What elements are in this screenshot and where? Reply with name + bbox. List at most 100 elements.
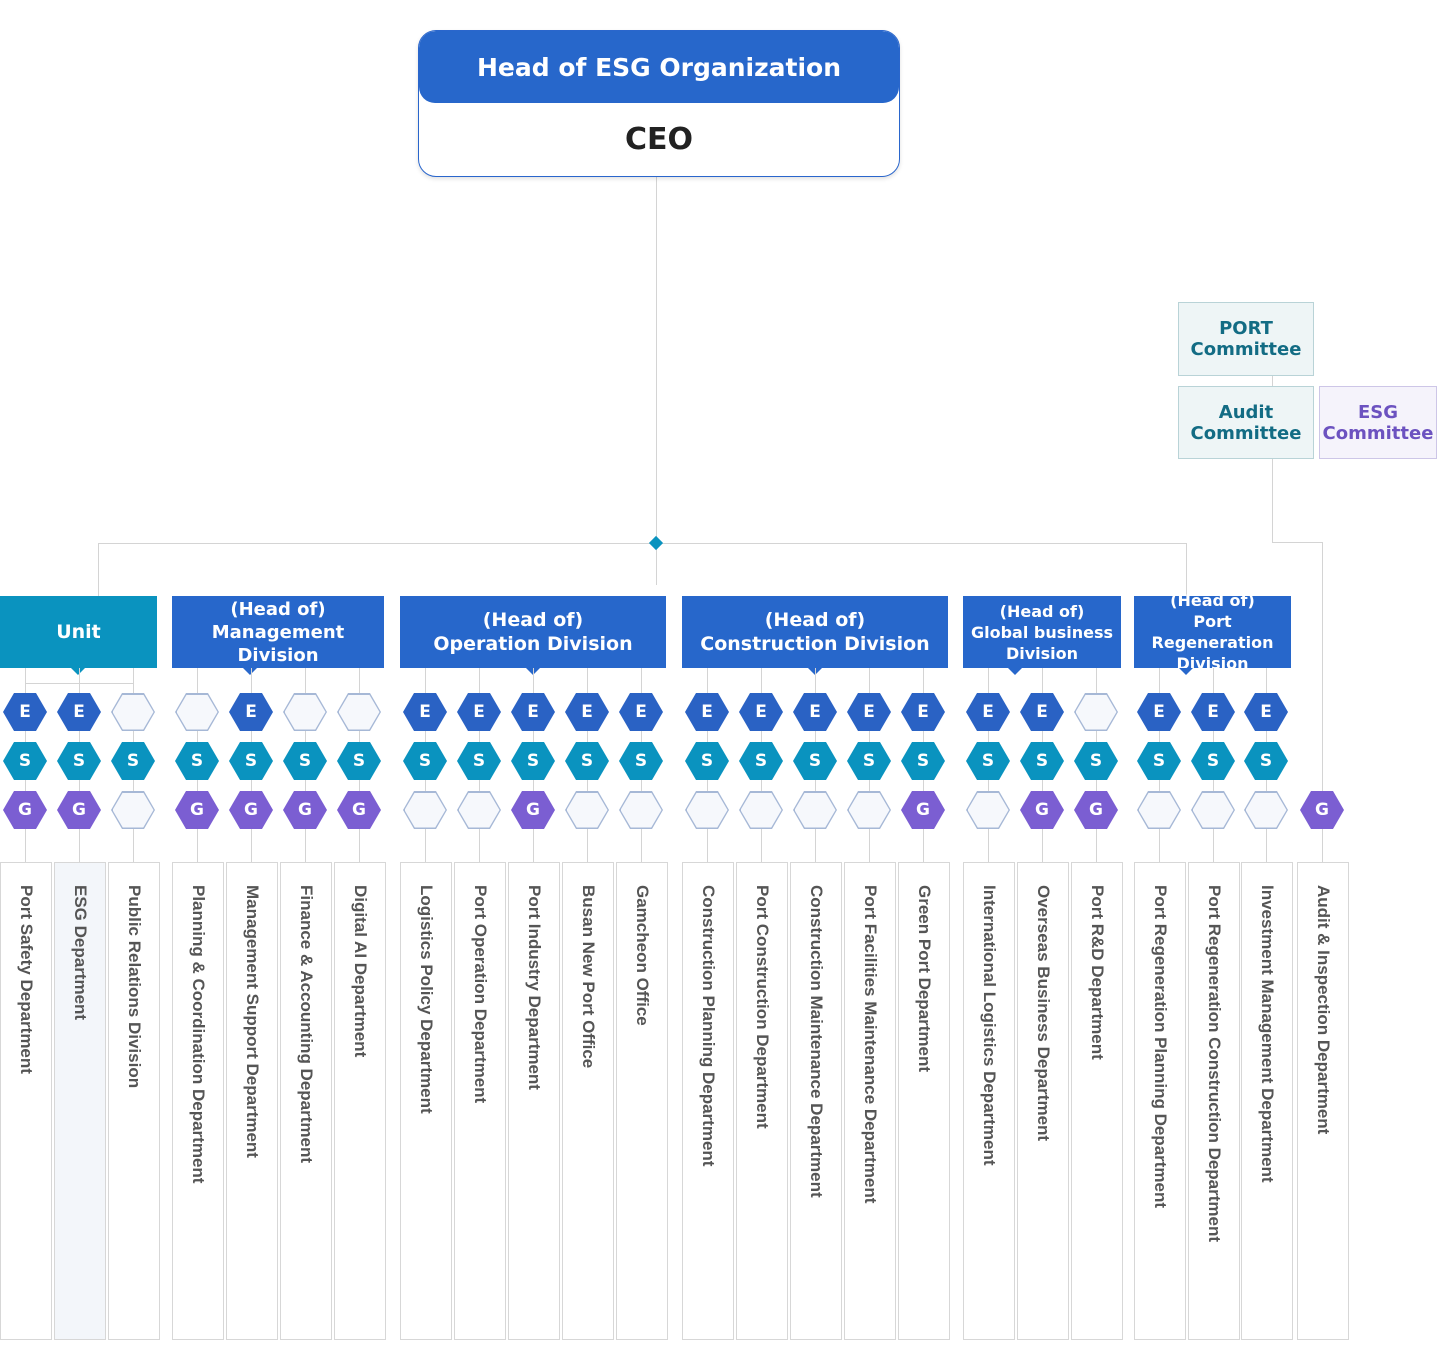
hex-letter: E (1192, 694, 1234, 730)
department-name: Port Facilities Maintenance Department (861, 885, 880, 1204)
head-of-esg-box: Head of ESG Organization CEO (418, 30, 900, 177)
department-name: Overseas Business Department (1034, 885, 1053, 1142)
head-title: Head of ESG Organization (419, 31, 899, 103)
hex-e-icon: E (57, 693, 101, 731)
hex-e-icon: E (457, 693, 501, 731)
division-label: (Head of) Port Regeneration Division (1151, 591, 1274, 673)
department-name: Finance & Accounting Department (297, 885, 316, 1164)
department-name: International Logistics Department (980, 885, 999, 1166)
hex-s-icon: S (619, 742, 663, 780)
department-name: Gamcheon Office (633, 885, 652, 1026)
hex-g-icon: G (175, 791, 219, 829)
department-column: International Logistics Department (963, 862, 1015, 1340)
department-name: Green Port Department (915, 885, 934, 1073)
division-bus-line (98, 543, 1186, 544)
hex-letter: G (1301, 792, 1343, 828)
hex-e-icon: E (229, 693, 273, 731)
hex-e-icon: E (565, 693, 609, 731)
division-label: (Head of) Management Division (211, 598, 345, 666)
department-name: Management Support Department (243, 885, 262, 1158)
department-column: Construction Maintenance Department (790, 862, 842, 1340)
audit-committee: Audit Committee (1178, 386, 1314, 459)
division-header-unit: Unit (0, 596, 157, 675)
ceo-connector-line (656, 177, 657, 585)
department-column: Port R&D Department (1071, 862, 1123, 1340)
division-notch (1008, 668, 1022, 675)
unit-connector-line (98, 543, 99, 596)
hex-e-icon: E (511, 693, 555, 731)
hex-empty-icon (619, 791, 663, 829)
hex-g-icon: G (3, 791, 47, 829)
audit-connector-line (1272, 458, 1273, 542)
hex-letter: G (1075, 792, 1117, 828)
department-name: Planning & Coordination Department (189, 885, 208, 1184)
hex-s-icon: S (1137, 742, 1181, 780)
department-name: Logistics Policy Department (417, 885, 436, 1114)
hex-e-icon: E (3, 693, 47, 731)
department-name: Construction Planning Department (699, 885, 718, 1167)
ceo-label: CEO (624, 121, 693, 157)
department-column: Logistics Policy Department (400, 862, 452, 1340)
hex-e-icon: E (966, 693, 1010, 731)
division-label: (Head of) Construction Division (700, 609, 930, 655)
department-name: Port Safety Department (17, 885, 36, 1074)
hex-empty-icon (337, 693, 381, 731)
hex-s-icon: S (966, 742, 1010, 780)
hex-g-icon: G (511, 791, 555, 829)
department-column: Port Facilities Maintenance Department (844, 862, 896, 1340)
audit-dept-line (1322, 542, 1323, 862)
hex-letter: G (1021, 792, 1063, 828)
hex-g-icon: G (283, 791, 327, 829)
hex-e-icon: E (793, 693, 837, 731)
hex-s-icon: S (1191, 742, 1235, 780)
hex-letter: S (1192, 743, 1234, 779)
division-label: (Head of) Operation Division (433, 609, 633, 655)
hex-s-icon: S (1074, 742, 1118, 780)
department-column: Port Operation Department (454, 862, 506, 1340)
department-column: Port Regeneration Planning Department (1134, 862, 1186, 1340)
department-column: Finance & Accounting Department (280, 862, 332, 1340)
department-column: Digital AI Department (334, 862, 386, 1340)
department-column: Port Regeneration Construction Departmen… (1188, 862, 1240, 1340)
hex-empty-icon (111, 693, 155, 731)
division-header-construction: (Head of) Construction Division (682, 596, 948, 675)
hex-s-icon: S (403, 742, 447, 780)
division-header-operation: (Head of) Operation Division (400, 596, 666, 675)
hex-e-icon: E (1244, 693, 1288, 731)
esg-committee: ESG Committee (1319, 386, 1437, 459)
hex-letter: S (1021, 743, 1063, 779)
department-column: Audit & Inspection Department (1297, 862, 1349, 1340)
hex-g-icon: G (1300, 791, 1344, 829)
hex-empty-icon (739, 791, 783, 829)
hex-g-icon: G (901, 791, 945, 829)
hex-s-icon: S (901, 742, 945, 780)
department-name: Audit & Inspection Department (1314, 885, 1333, 1135)
hex-empty-icon (847, 791, 891, 829)
division-label: Unit (56, 621, 101, 643)
hex-empty-icon (685, 791, 729, 829)
department-name: Port Regeneration Planning Department (1151, 885, 1170, 1209)
hex-s-icon: S (847, 742, 891, 780)
hex-g-icon: G (337, 791, 381, 829)
division-notch (243, 668, 257, 675)
hex-s-icon: S (565, 742, 609, 780)
hex-e-icon: E (901, 693, 945, 731)
hex-empty-icon (283, 693, 327, 731)
department-name: Busan New Port Office (579, 885, 598, 1069)
hex-empty-icon (457, 791, 501, 829)
department-name: Public Relations Division (125, 885, 144, 1089)
hex-empty-icon (403, 791, 447, 829)
hex-letter: E (1245, 694, 1287, 730)
hex-s-icon: S (337, 742, 381, 780)
department-column: Green Port Department (898, 862, 950, 1340)
department-column: ESG Department (54, 862, 106, 1340)
hex-s-icon: S (175, 742, 219, 780)
hex-letter: E (1138, 694, 1180, 730)
hex-s-icon: S (3, 742, 47, 780)
regeneration-connector-line (1186, 543, 1187, 596)
hex-e-icon: E (847, 693, 891, 731)
division-notch (1179, 668, 1193, 675)
department-column: Port Industry Department (508, 862, 560, 1340)
hex-g-icon: G (1074, 791, 1118, 829)
hex-letter: S (1138, 743, 1180, 779)
